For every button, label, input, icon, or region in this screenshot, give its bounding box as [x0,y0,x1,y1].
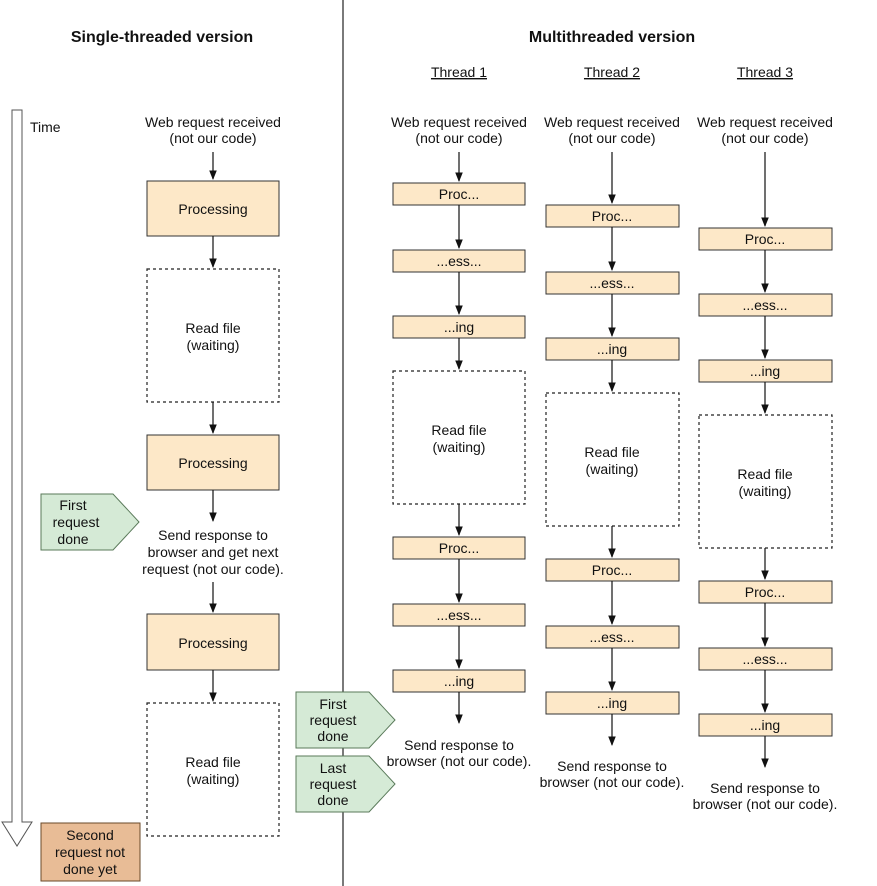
t2-ess-label: ...ess... [589,275,634,291]
t2-ing2-label: ...ing [597,695,627,711]
t1-read-file-line1: Read file [431,422,486,438]
single-read-file-line2: (waiting) [187,337,240,353]
thread-2-header: Thread 2 [584,64,640,80]
t3-send-line1: Send response to [710,780,820,796]
single-request-received-line1: Web request received [145,114,281,130]
multi-first-request-done-callout [295,691,396,749]
second-not-done-line1: Second [66,827,113,843]
t2-request-received-line1: Web request received [544,114,680,130]
t1-send-line2: browser (not our code). [387,753,532,769]
second-not-done-line2: request not [55,844,125,860]
t3-request-received-line2: (not our code) [721,130,808,146]
multi-first-done-line2: request [310,712,357,728]
single-read-file-box-1 [146,268,280,403]
multithreaded-header: Multithreaded version [529,29,695,46]
t3-ess-label: ...ess... [742,297,787,313]
t1-ess2-label: ...ess... [436,607,481,623]
multi-last-done-line3: done [317,792,348,808]
t3-ing-label: ...ing [750,363,780,379]
first-request-done-callout [40,493,140,551]
t3-request-received-line1: Web request received [697,114,833,130]
single-read-file-line1: Read file [185,320,240,336]
t1-request-received-line2: (not our code) [415,130,502,146]
t1-proc-label: Proc... [439,186,479,202]
multi-first-done-line1: First [319,696,346,712]
t3-ess2-label: ...ess... [742,651,787,667]
t3-ing2-label: ...ing [750,717,780,733]
t3-read-file-line2: (waiting) [739,483,792,499]
t2-send-line1: Send response to [557,758,667,774]
t1-ess-label: ...ess... [436,253,481,269]
t1-read-file-box [392,370,526,505]
thread-3-header: Thread 3 [737,64,793,80]
first-done-line3: done [57,531,88,547]
t2-ing-label: ...ing [597,341,627,357]
single-read-file2-line1: Read file [185,754,240,770]
single-send-next-line1: Send response to [158,527,268,543]
single-send-next-line3: request (not our code). [142,561,284,577]
t2-read-file-line1: Read file [584,444,639,460]
single-threaded-header: Single-threaded version [71,29,253,46]
second-not-done-line3: done yet [63,861,117,877]
t3-read-file-line1: Read file [737,466,792,482]
t3-read-file-box [698,414,833,549]
multi-last-done-line1: Last [320,760,347,776]
single-processing-box-2 [146,434,280,491]
single-processing-box-3 [146,613,280,671]
t3-proc2-label: Proc... [745,584,785,600]
single-read-file2-line2: (waiting) [187,771,240,787]
t2-request-received-line2: (not our code) [568,130,655,146]
t2-read-file-box [545,392,680,527]
t1-send-line1: Send response to [404,737,514,753]
single-read-file-box-2 [146,702,280,837]
t3-send-line2: browser (not our code). [693,796,838,812]
single-processing-label-1: Processing [178,201,247,217]
single-processing-label-3: Processing [178,635,247,651]
t1-read-file-line2: (waiting) [433,439,486,455]
t2-proc2-label: Proc... [592,562,632,578]
t1-ing-label: ...ing [444,319,474,335]
t1-proc2-label: Proc... [439,540,479,556]
single-send-next-line2: browser and get next [148,544,279,560]
t2-ess2-label: ...ess... [589,629,634,645]
single-processing-label-2: Processing [178,455,247,471]
time-arrow [1,109,33,847]
multi-first-done-line3: done [317,728,348,744]
t2-send-line2: browser (not our code). [540,774,685,790]
second-request-not-done-box [40,822,141,882]
multi-last-done-line2: request [310,776,357,792]
thread-1-header: Thread 1 [431,64,487,80]
single-request-received-line2: (not our code) [169,130,256,146]
time-label: Time [30,119,61,135]
t3-proc-label: Proc... [745,231,785,247]
multi-last-request-done-callout [295,755,396,813]
t1-ing2-label: ...ing [444,673,474,689]
first-done-line1: First [59,497,86,513]
t2-read-file-line2: (waiting) [586,461,639,477]
single-processing-box-1 [146,180,280,237]
first-done-line2: request [53,514,100,530]
t1-request-received-line1: Web request received [391,114,527,130]
t2-proc-label: Proc... [592,208,632,224]
